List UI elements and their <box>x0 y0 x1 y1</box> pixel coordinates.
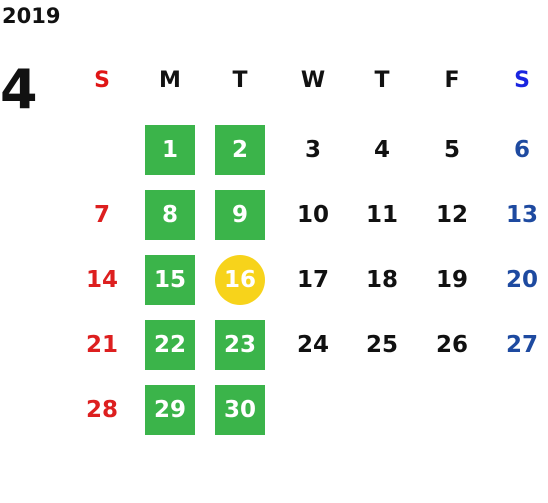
day-cell-28[interactable]: 28 <box>85 397 118 423</box>
month-label: 4 <box>0 58 38 121</box>
day-cell-29[interactable]: 29 <box>145 385 195 435</box>
day-cell-27[interactable]: 27 <box>505 332 538 358</box>
weekday-1: M <box>159 68 181 93</box>
day-cell-12[interactable]: 12 <box>435 202 468 228</box>
weekday-2: T <box>232 68 248 93</box>
day-cell-18[interactable]: 18 <box>365 267 398 293</box>
day-cell-20[interactable]: 20 <box>505 267 538 293</box>
day-cell-30[interactable]: 30 <box>215 385 265 435</box>
day-cell-26[interactable]: 26 <box>435 332 468 358</box>
day-cell-13[interactable]: 13 <box>505 202 538 228</box>
day-cell-19[interactable]: 19 <box>435 267 468 293</box>
day-cell-5[interactable]: 5 <box>443 137 460 163</box>
day-cell-2[interactable]: 2 <box>215 125 265 175</box>
day-cell-23[interactable]: 23 <box>215 320 265 370</box>
day-cell-24[interactable]: 24 <box>296 332 329 358</box>
day-cell-21[interactable]: 21 <box>85 332 118 358</box>
year-label: 2019 <box>2 4 61 28</box>
day-cell-4[interactable]: 4 <box>373 137 390 163</box>
weekday-3: W <box>300 68 326 93</box>
day-cell-6[interactable]: 6 <box>513 137 530 163</box>
weekday-4: T <box>374 68 390 93</box>
weekday-5: F <box>444 68 460 93</box>
weekday-6: S <box>514 68 530 93</box>
day-cell-17[interactable]: 17 <box>296 267 329 293</box>
day-cell-1[interactable]: 1 <box>145 125 195 175</box>
day-cell-14[interactable]: 14 <box>85 267 118 293</box>
weekday-0: S <box>94 68 110 93</box>
day-cell-22[interactable]: 22 <box>145 320 195 370</box>
day-cell-8[interactable]: 8 <box>145 190 195 240</box>
day-cell-25[interactable]: 25 <box>365 332 398 358</box>
day-cell-10[interactable]: 10 <box>296 202 329 228</box>
day-cell-16[interactable]: 16 <box>215 255 265 305</box>
day-cell-3[interactable]: 3 <box>304 137 321 163</box>
day-cell-7[interactable]: 7 <box>93 202 110 228</box>
day-cell-11[interactable]: 11 <box>365 202 398 228</box>
day-cell-9[interactable]: 9 <box>215 190 265 240</box>
day-cell-15[interactable]: 15 <box>145 255 195 305</box>
